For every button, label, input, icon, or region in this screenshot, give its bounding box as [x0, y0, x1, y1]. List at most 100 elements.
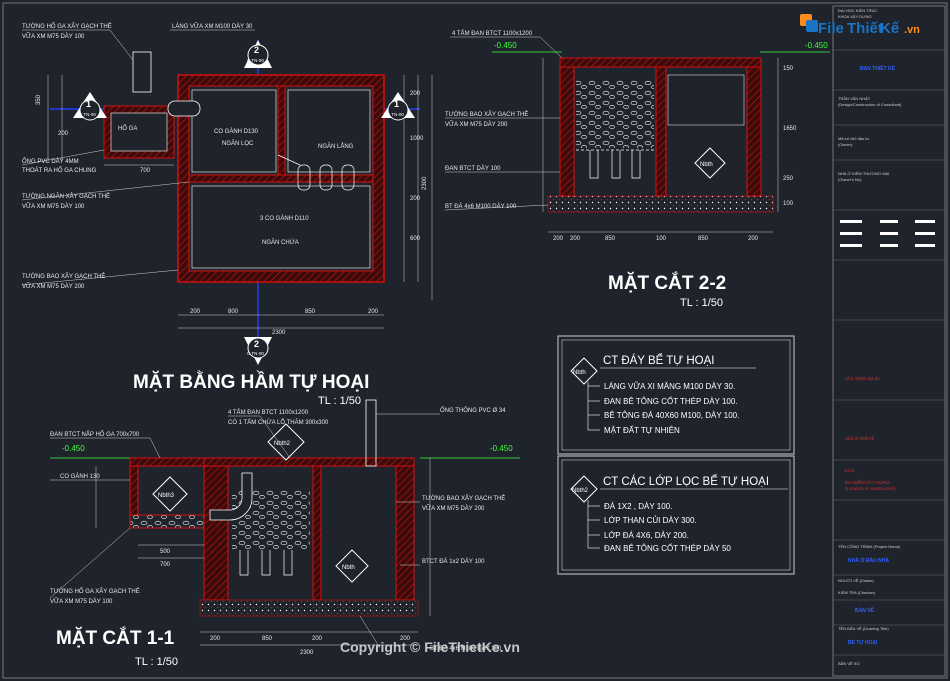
note-plaster: LÁNG VỮA XM M100 DÀY 30	[172, 23, 253, 30]
svg-text:(Design/Construction of Consul: (Design/Construction of Consultant)	[838, 102, 902, 107]
partition-vertical	[277, 85, 286, 176]
svg-text:KIỂM TRA (Checker): KIỂM TRA (Checker)	[838, 590, 876, 595]
partition-horizontal	[188, 174, 374, 183]
level-left: -0.450	[494, 41, 517, 50]
dim-text: 2300	[272, 330, 286, 336]
label-pit: HỐ GA	[118, 125, 137, 132]
filter-gravel	[576, 80, 654, 148]
svg-text:Nbth: Nbth	[342, 565, 355, 571]
svg-text:Nbth3: Nbth3	[158, 493, 175, 499]
svg-text:2: 2	[254, 45, 259, 55]
box1-line: MẶT ĐẤT TỰ NHIÊN	[604, 425, 680, 435]
svg-text:NHÀ Ở KIÊM THƯƠNG MẠI: NHÀ Ở KIÊM THƯƠNG MẠI	[838, 171, 889, 176]
note-wall: TƯỜNG BAO XÂY GẠCH THẺ	[445, 111, 528, 118]
box2-line: LỚP ĐÁ 4X6, DÀY 200.	[604, 531, 689, 540]
box1-line: LÁNG VỮA XI MĂNG M100 DÀY 30.	[604, 382, 735, 391]
detail-box-2: Nbth2 CT CÁC LỚP LỌC BỂ TỰ HOẠI ĐÁ 1X2 ,…	[557, 455, 795, 575]
pit-base	[129, 514, 211, 529]
sec22-title: MẶT CẮT 2-2	[608, 272, 726, 294]
label-settling-chamber: NGĂN LẮNG	[318, 142, 354, 150]
note-cover: ĐAN BTCT NẮP HỐ GA 700x700	[50, 430, 140, 438]
dim-text: 1000	[410, 136, 424, 142]
svg-text:C TN-00: C TN-00	[387, 112, 404, 117]
note-wall: TƯỜNG BAO XÂY GẠCH THẺ	[422, 495, 505, 502]
note-btct: BTCT ĐÁ 1x2 DÀY 100	[422, 558, 485, 565]
svg-text:Nbth: Nbth	[700, 162, 713, 168]
tank-mid-wall	[312, 465, 322, 601]
label-elbows-3: 3 CO GÀNH D110	[260, 215, 309, 222]
note-pit-wall-2: VỮA XM M75 DÀY 100	[22, 33, 85, 40]
elbow-group	[277, 154, 355, 191]
dim-text: 100	[783, 201, 794, 207]
note-wall-2: VỮA XM M75 DÀY 200	[445, 121, 508, 128]
svg-text:.vn: .vn	[904, 24, 920, 36]
pipe-plan	[167, 100, 201, 117]
tb-heading: BẢN THIẾT KẾ	[860, 65, 896, 72]
svg-text:Kế: Kế	[880, 20, 900, 37]
dim-text: 200	[312, 636, 323, 642]
section-2-2: -0.450 -0.450 Nbth 150 1650 250	[444, 30, 830, 309]
dim-text: 700	[160, 562, 171, 568]
box1-title: CT ĐÁY BỂ TỰ HOẠI	[603, 354, 714, 367]
dim-text: 200	[400, 636, 411, 642]
svg-text:Thiết: Thiết	[847, 20, 883, 37]
note-slab2: ĐAN BTCT DÀY 100	[445, 165, 501, 172]
dim-text: 2300	[422, 176, 428, 190]
section-mark-1-right: 1 C TN-00	[381, 92, 415, 121]
plan-view: 350 200 700 200 1000 200 600 2300 2300 2…	[21, 23, 433, 407]
dim-text: 850	[262, 636, 273, 642]
dim-text: 250	[783, 176, 794, 182]
detail-tag-nbth: Nbth	[335, 549, 369, 583]
svg-text:Mã số chủ đầu tư: Mã số chủ đầu tư	[838, 136, 869, 141]
note-vent: ỐNG THÔNG PVC Ø 34	[440, 407, 506, 414]
dim-text: 100	[656, 236, 667, 242]
svg-text:C TN-00: C TN-00	[79, 112, 96, 117]
svg-text:Nbth2: Nbth2	[572, 488, 589, 494]
tank-base	[199, 599, 419, 617]
site-logo: File Thiết Kế .vn	[800, 14, 920, 37]
dim-text: 200	[190, 309, 201, 315]
svg-text:(Location of construction): (Location of construction)	[845, 486, 896, 491]
plan-scale: TL : 1/50	[318, 395, 361, 407]
box2-title: CT CÁC LỚP LỌC BỂ TỰ HOẠI	[603, 475, 769, 488]
box2-line: ĐÁ 1X2 , DÀY 100.	[604, 502, 672, 511]
svg-text:Chủ trì thiết kế: Chủ trì thiết kế	[845, 435, 875, 441]
level-left: -0.450	[62, 444, 85, 453]
note-slab: 4 TẤM ĐAN BTCT 1100x1200	[452, 30, 533, 37]
note-outer-wall-2: VỮA XM M75 DÀY 200	[22, 283, 85, 290]
svg-text:ĐẠI HỌC KIẾN TRÚC: ĐẠI HỌC KIẾN TRÚC	[838, 8, 877, 13]
detail-tag-nbth: Nbth	[694, 147, 726, 179]
base-layer	[547, 195, 774, 213]
detail-tag-nbth3: Nbth3	[152, 476, 188, 512]
dim-text: 1650	[783, 126, 797, 132]
dim-text: 350	[36, 94, 42, 105]
svg-text:TÊN BẢN VẼ (Drawing Title): TÊN BẢN VẼ (Drawing Title)	[838, 626, 889, 631]
svg-text:Nbth2: Nbth2	[274, 441, 291, 447]
dim-text: 700	[140, 168, 151, 174]
svg-text:BẢN VẼ SỐ: BẢN VẼ SỐ	[838, 661, 860, 666]
note-pit-wall: TƯỜNG HỐ GA XÂY GẠCH THẺ	[22, 23, 112, 30]
section-mark-2-bottom: 2 C TN-00	[244, 337, 272, 365]
note-div-wall-2: VỮA XM M75 DÀY 100	[22, 203, 85, 210]
sec11-scale: TL : 1/50	[135, 656, 178, 668]
sec11-title: MẶT CẮT 1-1	[56, 627, 175, 649]
dim-text: 850	[305, 309, 316, 315]
right-wall	[746, 57, 762, 197]
label-filter-chamber: NGĂN LỌC	[222, 140, 254, 147]
note-slab: 4 TẤM ĐAN BTCT 1100x1200	[228, 409, 309, 416]
label-elbow: CO GÀNH D130	[214, 128, 259, 135]
elbow-pipe	[209, 472, 253, 521]
top-slab	[559, 57, 762, 68]
vent-pipe	[365, 399, 377, 467]
note-bottom: BT ĐÁ 4x6 M100 DÀY 100	[430, 645, 502, 652]
svg-text:KHOA XÂY DỰNG: KHOA XÂY DỰNG	[838, 14, 872, 19]
svg-text:KCS: KCS	[845, 468, 854, 473]
section-mark-1-left: 1 C TN-00	[73, 92, 107, 121]
level-right: -0.450	[490, 444, 513, 453]
dim-text: 150	[783, 66, 794, 72]
level-right: -0.450	[805, 41, 828, 50]
dim-text: 800	[228, 309, 239, 315]
dim-text: 200	[58, 131, 69, 137]
